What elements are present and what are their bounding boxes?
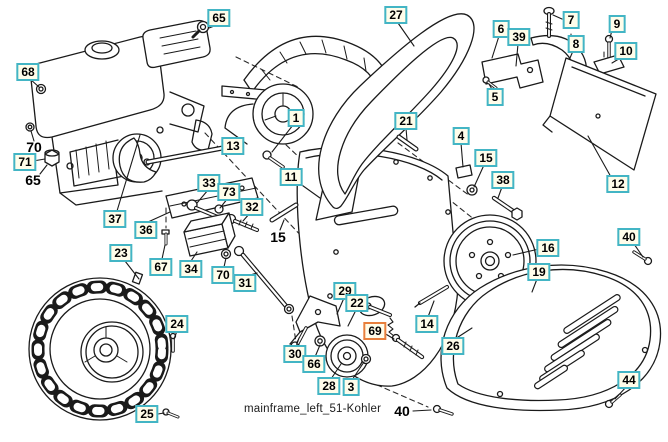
callout-9[interactable]: 9 xyxy=(608,15,626,33)
callout-30[interactable]: 30 xyxy=(283,345,307,363)
callout-67[interactable]: 67 xyxy=(149,258,173,276)
callout-44[interactable]: 44 xyxy=(617,371,641,389)
callout-66[interactable]: 66 xyxy=(302,355,326,373)
callout-65[interactable]: 65 xyxy=(207,9,231,27)
callout-14[interactable]: 14 xyxy=(415,315,439,333)
callout-7[interactable]: 7 xyxy=(562,11,580,29)
callout-68[interactable]: 68 xyxy=(16,63,40,81)
deflector-panel-drawing xyxy=(542,57,657,171)
callout-13[interactable]: 13 xyxy=(221,137,245,155)
callout-8[interactable]: 8 xyxy=(567,35,585,53)
callout-15: 15 xyxy=(270,229,286,245)
callout-10[interactable]: 10 xyxy=(614,42,638,60)
callout-24[interactable]: 24 xyxy=(165,315,189,333)
callout-28[interactable]: 28 xyxy=(317,377,341,395)
callout-5[interactable]: 5 xyxy=(486,88,504,106)
callout-3[interactable]: 3 xyxy=(342,378,360,396)
callout-38[interactable]: 38 xyxy=(491,171,515,189)
side-cover-drawing xyxy=(432,250,662,416)
diagram-caption: mainframe_left_51-Kohler xyxy=(244,403,382,415)
callout-25[interactable]: 25 xyxy=(135,405,159,423)
callout-69[interactable]: 69 xyxy=(363,322,387,340)
callout-26[interactable]: 26 xyxy=(441,337,465,355)
callout-15[interactable]: 15 xyxy=(474,149,498,167)
callout-34[interactable]: 34 xyxy=(179,260,203,278)
callout-33[interactable]: 33 xyxy=(197,174,221,192)
callout-19[interactable]: 19 xyxy=(527,263,551,281)
callout-22[interactable]: 22 xyxy=(345,294,369,312)
callout-73[interactable]: 73 xyxy=(217,183,241,201)
tire-drawing xyxy=(28,271,172,421)
callout-40[interactable]: 40 xyxy=(617,228,641,246)
callout-16[interactable]: 16 xyxy=(536,239,560,257)
callout-70[interactable]: 70 xyxy=(211,266,235,284)
callout-4[interactable]: 4 xyxy=(452,127,470,145)
drive-belt-drawing xyxy=(318,13,475,210)
callout-32[interactable]: 32 xyxy=(240,198,264,216)
callout-70: 70 xyxy=(26,139,42,155)
callout-65: 65 xyxy=(25,172,41,188)
callout-36[interactable]: 36 xyxy=(134,221,158,239)
callout-21[interactable]: 21 xyxy=(394,112,418,130)
callout-27[interactable]: 27 xyxy=(384,6,408,24)
callout-23[interactable]: 23 xyxy=(109,244,133,262)
callout-11[interactable]: 11 xyxy=(279,168,303,186)
callout-39[interactable]: 39 xyxy=(507,28,531,46)
callout-1[interactable]: 1 xyxy=(287,109,305,127)
callout-71[interactable]: 71 xyxy=(13,153,37,171)
callout-37[interactable]: 37 xyxy=(103,210,127,228)
callout-31[interactable]: 31 xyxy=(233,274,257,292)
callout-40: 40 xyxy=(394,403,410,419)
callout-12[interactable]: 12 xyxy=(606,175,630,193)
